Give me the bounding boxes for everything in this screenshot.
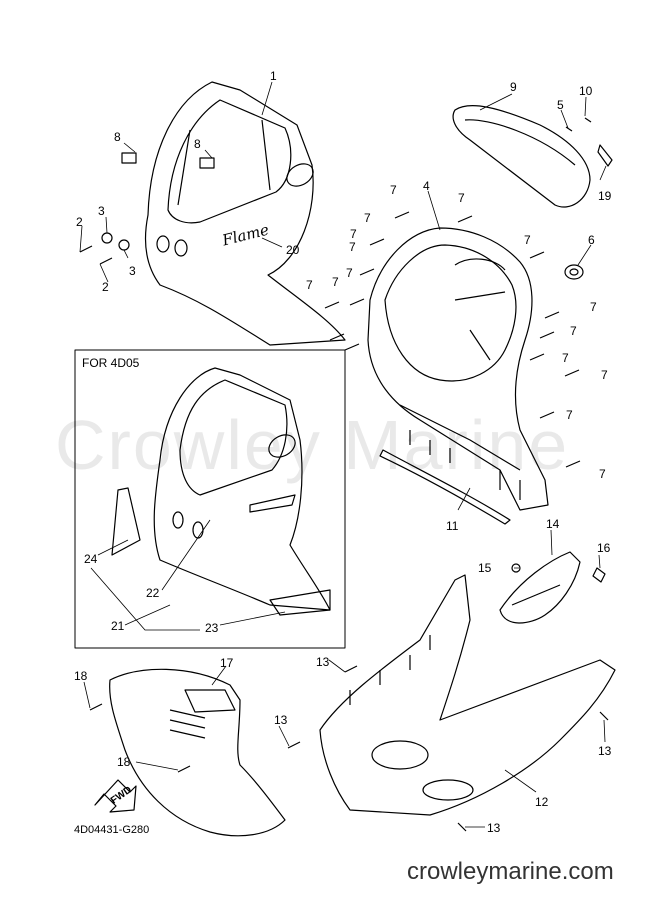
callout-7: 7 xyxy=(524,233,531,247)
callout-8: 8 xyxy=(114,130,121,144)
callout-12: 12 xyxy=(535,795,549,809)
footer-brand: crowleymarine.com xyxy=(407,858,614,885)
part-side-cover xyxy=(109,668,286,837)
callout-22: 22 xyxy=(146,586,160,600)
part-lower-panel xyxy=(499,551,606,624)
callout-7: 7 xyxy=(590,300,597,314)
callout-13: 13 xyxy=(487,821,501,835)
callout-2: 2 xyxy=(102,280,109,294)
inset-cover xyxy=(111,367,331,616)
diagram-code: 4D04431-G280 xyxy=(74,824,150,836)
part-strip xyxy=(379,449,511,525)
callout-7: 7 xyxy=(562,351,569,365)
callout-20: 20 xyxy=(286,243,300,257)
callout-3: 3 xyxy=(129,264,136,278)
part-front-cover xyxy=(121,81,346,346)
callout-6: 6 xyxy=(588,233,595,247)
callout-7: 7 xyxy=(364,211,371,225)
callout-7: 7 xyxy=(349,240,356,254)
callout-3: 3 xyxy=(98,204,105,218)
callout-21: 21 xyxy=(111,619,125,633)
callout-24: 24 xyxy=(84,552,98,566)
callout-18: 18 xyxy=(74,669,88,683)
inset-title: FOR 4D05 xyxy=(82,356,140,370)
callout-7: 7 xyxy=(601,368,608,382)
part-screws-2-3 xyxy=(79,232,130,265)
fwd-arrow xyxy=(94,779,137,813)
callout-17: 17 xyxy=(220,656,234,670)
callout-1: 1 xyxy=(270,69,277,83)
callout-13: 13 xyxy=(316,655,330,669)
callout-7: 7 xyxy=(570,324,577,338)
callout-7: 7 xyxy=(458,191,465,205)
part-top-cover xyxy=(452,105,613,208)
callout-7: 7 xyxy=(350,227,357,241)
callout-5: 5 xyxy=(557,98,564,112)
leader-lines xyxy=(79,81,607,828)
part-floor-panel xyxy=(319,574,616,816)
callout-8: 8 xyxy=(194,137,201,151)
part-screws-18 xyxy=(89,703,191,773)
callout-7: 7 xyxy=(306,278,313,292)
callout-14: 14 xyxy=(546,517,560,531)
callout-7: 7 xyxy=(390,183,397,197)
callout-13: 13 xyxy=(598,744,612,758)
callout-13: 13 xyxy=(274,713,288,727)
part-grommet xyxy=(564,264,584,280)
watermark: Crowley Marine xyxy=(55,406,570,484)
inset-frame xyxy=(74,349,346,649)
callout-7: 7 xyxy=(332,275,339,289)
callout-19: 19 xyxy=(598,189,612,203)
callout-15: 15 xyxy=(478,561,492,575)
callout-11: 11 xyxy=(446,519,459,533)
callout-7: 7 xyxy=(599,467,606,481)
part-leg-shield xyxy=(367,227,549,511)
callout-16: 16 xyxy=(597,541,611,555)
callout-18: 18 xyxy=(117,755,131,769)
callout-23: 23 xyxy=(205,621,219,635)
callout-7: 7 xyxy=(346,266,353,280)
callout-10: 10 xyxy=(579,84,593,98)
callout-2: 2 xyxy=(76,215,83,229)
part-screws-7 xyxy=(324,211,581,468)
part-screws-13 xyxy=(287,665,609,832)
callout-7: 7 xyxy=(566,408,573,422)
callout-4: 4 xyxy=(423,179,430,193)
callout-9: 9 xyxy=(510,80,517,94)
